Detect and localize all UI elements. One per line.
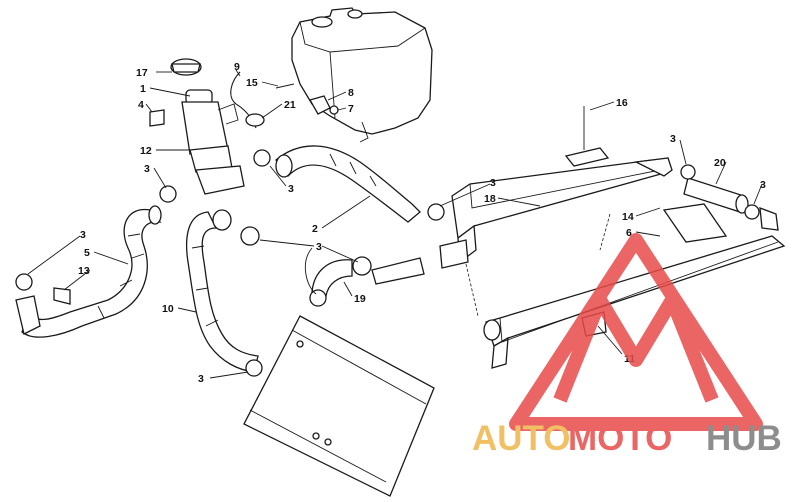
hose-20 — [662, 177, 779, 243]
watermark-hub: HUB — [706, 419, 782, 458]
callout-10: 10 — [162, 303, 174, 315]
callout-19: 19 — [354, 293, 366, 305]
overflow-hose — [230, 71, 339, 129]
watermark-m-shape — [553, 293, 719, 403]
hose-2 — [275, 145, 421, 223]
watermark-auto: AUTO — [472, 419, 571, 458]
callout-16: 16 — [616, 97, 628, 109]
callout-20: 20 — [714, 157, 726, 169]
radiator-panel — [243, 315, 435, 497]
bracket-16 — [564, 106, 610, 167]
callout-3-d: 3 — [760, 179, 766, 191]
callout-7: 7 — [348, 103, 354, 115]
callout-8: 8 — [348, 87, 354, 99]
callout-4: 4 — [138, 99, 144, 111]
callout-3-a: 3 — [144, 163, 150, 175]
callout-17: 17 — [136, 67, 148, 79]
callout-1: 1 — [140, 83, 146, 95]
filler-neck-housing — [149, 58, 245, 195]
callout-3-c: 3 — [670, 133, 676, 145]
callout-9: 9 — [234, 61, 240, 73]
callout-6: 6 — [626, 227, 632, 239]
callout-18: 18 — [484, 193, 496, 205]
callout-21: 21 — [284, 99, 296, 111]
callout-3-h: 3 — [198, 373, 204, 385]
hose-clamps — [15, 149, 760, 377]
callout-13: 13 — [78, 265, 90, 277]
callout-2: 2 — [312, 223, 318, 235]
callout-labels: 17 1 4 9 15 21 8 7 12 3 3 16 3 20 3 3 18… — [78, 61, 766, 385]
callout-3-e: 3 — [490, 177, 496, 189]
watermark-moto: MOTO — [568, 419, 672, 458]
automotohub-watermark: AUTO MOTO HUB — [472, 233, 782, 458]
reservoir-tank — [291, 7, 433, 143]
callout-3-g: 3 — [316, 241, 322, 253]
hose-10 — [185, 209, 259, 373]
callout-3-b: 3 — [288, 183, 294, 195]
hose-5 — [15, 205, 162, 338]
leader-lines — [27, 69, 763, 379]
watermark-triangle-outer — [509, 233, 763, 431]
callout-14: 14 — [622, 211, 634, 223]
heat-exchanger-11 — [439, 235, 786, 369]
hose-19 — [311, 257, 425, 297]
callout-3-f: 3 — [80, 229, 86, 241]
callout-12: 12 — [140, 145, 152, 157]
callout-5: 5 — [84, 247, 90, 259]
callout-15: 15 — [246, 77, 258, 89]
